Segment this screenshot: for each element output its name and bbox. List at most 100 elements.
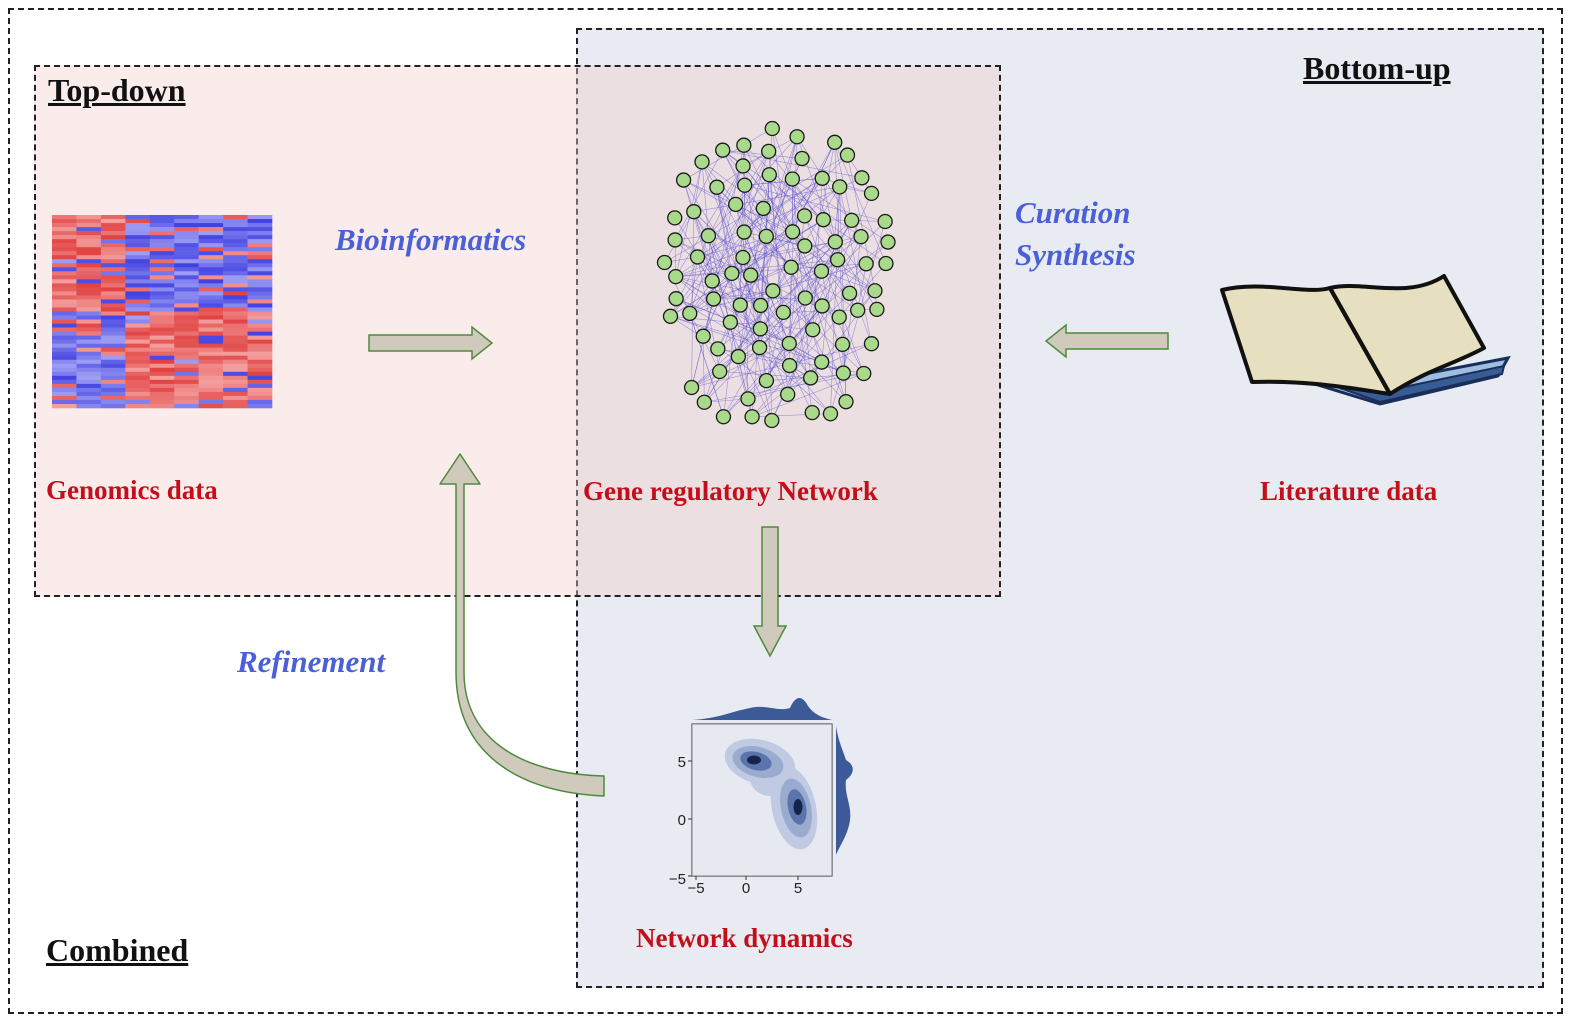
network-node [724,265,740,282]
network-node [722,314,739,330]
heatmap-cell [100,235,126,240]
network-edge [675,165,744,277]
heatmap-cell [76,315,102,320]
heatmap-cell [247,335,273,340]
heatmap-cell [125,239,151,244]
heatmap-cell [149,215,175,220]
top-down-title: Top-down [48,72,186,108]
network-node [880,234,896,250]
heatmap-cell [149,347,175,353]
heatmap-cell [125,219,151,224]
network-node [715,409,732,425]
network-node [710,341,726,357]
network-node [668,291,684,307]
heatmap-cell [198,319,224,324]
network-node [705,291,722,307]
heatmap-cell [223,275,248,280]
genomics-heatmap [52,215,273,409]
network-node [686,204,702,220]
network-node [764,120,780,137]
heatmap-cell [52,371,77,377]
heatmap-cell [247,227,273,232]
heatmap-cell [247,359,273,365]
heatmap-cell [76,371,102,377]
heatmap-cell [76,319,102,324]
heatmap-cell [247,323,273,328]
heatmap-cell [125,291,151,296]
heatmap-cell [125,331,151,336]
network-edge [857,263,867,311]
heatmap-cell [125,375,151,381]
network-edge [787,344,843,395]
network-edge [839,186,872,344]
network-edge [670,316,822,363]
network-edge [723,312,784,417]
heatmap-cell [52,299,77,304]
heatmap-cell [149,251,175,256]
heatmap-cell [52,403,77,409]
heatmap-cell [223,299,248,304]
heatmap-cell [198,399,224,405]
heatmap-cell [198,391,224,397]
heatmap-cell [223,363,248,369]
network-edge [670,316,760,348]
heatmap-cell [198,395,224,401]
network-edge [744,184,886,222]
network-node [822,406,839,422]
network-edge [751,263,887,417]
heatmap-cell [198,367,224,373]
heatmap-cell [247,371,273,377]
network-edge [760,328,767,381]
heatmap-cell [223,371,248,377]
heatmap-cell [149,227,175,232]
heatmap-cell [100,371,126,377]
heatmap-cell [76,359,102,365]
heatmap-cell [52,359,77,365]
network-node [783,259,799,275]
network-edge [717,348,790,366]
heatmap-cell [52,259,77,264]
network-edge [742,241,836,258]
heatmap-cell [247,339,273,344]
network-edge [747,372,844,400]
heatmap-cell [247,307,273,312]
heatmap-cell [52,267,77,272]
heatmap-cell [174,235,199,240]
network-node [784,224,801,240]
network-node [831,309,847,325]
heatmap-cell [76,279,102,284]
heatmap-cell [100,387,126,393]
heatmap-cell [174,247,199,252]
heatmap-cell [149,275,175,280]
heatmap-cell [149,343,175,348]
network-edge [716,187,733,274]
heatmap-cell [100,231,126,236]
heatmap-cell [198,403,224,409]
heatmap-cell [223,343,248,348]
bioinformatics-arrow [368,325,494,361]
heatmap-cell [174,295,199,300]
heatmap-cell [198,251,224,256]
heatmap-cell [174,391,199,397]
heatmap-cell [125,303,151,308]
network-node [784,171,801,187]
network-node [856,365,872,382]
heatmap-cell [174,231,199,236]
heatmap-cell [198,383,224,389]
network-edge [760,136,798,306]
heatmap-cell [174,375,199,381]
curation-label: Curation [1015,195,1131,230]
heatmap-cell [223,331,248,336]
heatmap-cell [76,375,102,381]
heatmap-cell [149,255,175,260]
heatmap-cell [247,355,273,361]
heatmap-cell [149,307,175,312]
heatmap-cell [125,327,151,332]
heatmap-cell [100,315,126,320]
heatmap-cell [198,295,224,300]
heatmap-cell [125,391,151,397]
heatmap-cell [223,347,248,353]
network-edge [702,336,705,403]
curation-arrow [1044,323,1169,359]
heatmap-cell [76,247,102,252]
